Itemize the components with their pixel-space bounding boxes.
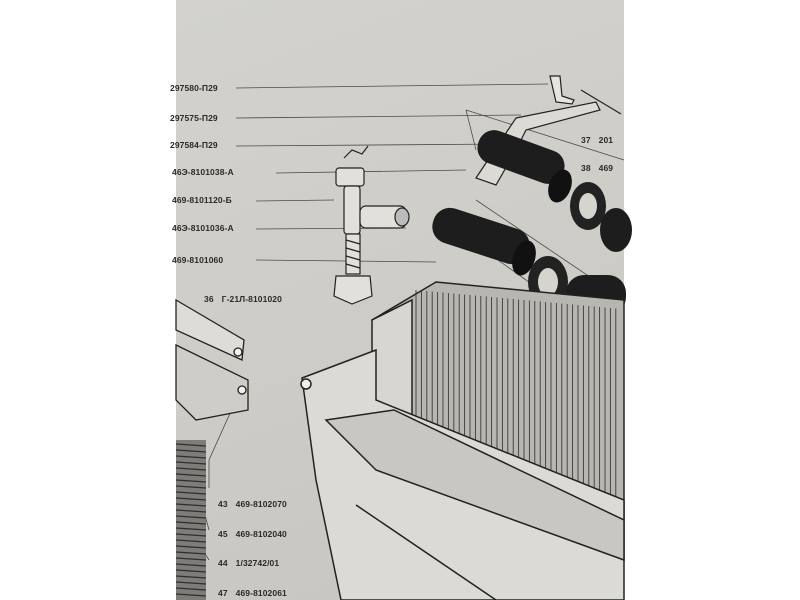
duct-ring [175,515,207,519]
duct-ring [175,473,207,477]
duct-ring [175,455,207,459]
duct-ring [175,479,207,483]
callout-8101120: 469-8101120-Б [172,195,232,205]
duct-ring [175,503,207,507]
callout-8101038: 46Э-8101038-А [172,167,234,177]
duct-ring [175,533,207,537]
duct-ring [175,443,207,447]
hose-upper [477,130,572,203]
duct-ring [175,467,207,471]
duct-ring [175,575,207,579]
parts-diagram [175,75,632,600]
duct-ring [175,497,207,501]
radiator-tank [300,348,625,600]
side-bracket [175,298,249,421]
valve-part [333,145,410,305]
duct-ring [175,563,207,567]
callout-297575: 297575-П29 [170,113,218,123]
duct-ring [175,551,207,555]
corrugated-duct [175,440,207,600]
duct-ring [175,521,207,525]
duct-ring [175,557,207,561]
duct-ring [175,545,207,549]
callout-8101060: 469-8101060 [172,255,224,265]
callout-8101036: 46Э-8101036-А [172,223,234,233]
duct-ring [175,449,207,453]
duct-ring [175,485,207,489]
duct-ring [175,509,207,513]
duct-ring [175,569,207,573]
callout-297584: 297584-П29 [170,140,218,150]
clamp-upper [570,182,632,252]
duct-ring [175,587,207,591]
photo-scan: 297580-П29 297575-П29 297584-П29 46Э-810… [170,0,632,600]
hose-lower [432,207,536,276]
duct-ring [175,491,207,495]
duct-ring [175,461,207,465]
duct-ring [175,527,207,531]
clip-part [549,75,622,115]
duct-ring [175,539,207,543]
duct-ring [175,593,207,597]
callout-297580: 297580-П29 [170,83,218,93]
duct-ring [175,581,207,585]
